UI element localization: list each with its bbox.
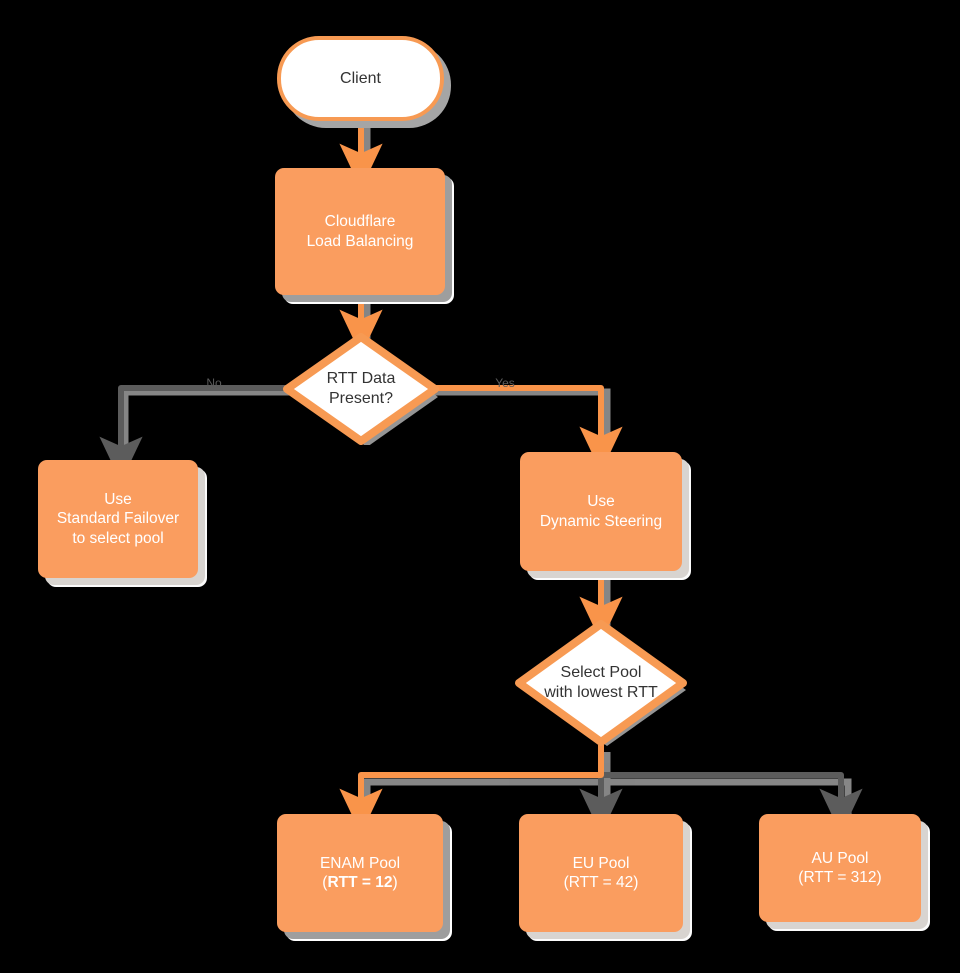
node-standard-failover[interactable]: Use Standard Failover to select pool xyxy=(38,460,198,578)
rtt-decision-shape xyxy=(283,333,439,445)
select-pool-shape xyxy=(515,620,687,746)
node-au-pool-line2: (RTT = 312) xyxy=(798,869,882,886)
node-au-pool[interactable]: AU Pool (RTT = 312) xyxy=(759,814,921,922)
node-eu-pool-line2: (RTT = 42) xyxy=(563,874,639,891)
node-client-label: Client xyxy=(340,69,381,87)
node-dynamic-steering-label: Use Dynamic Steering xyxy=(540,492,662,531)
node-au-pool-line1: AU Pool xyxy=(811,849,869,867)
node-standard-failover-label: Use Standard Failover to select pool xyxy=(57,490,179,548)
node-select-pool[interactable]: Select Pool with lowest RTT xyxy=(513,620,689,746)
edge-select-to-au xyxy=(601,772,863,835)
node-client[interactable]: Client xyxy=(277,36,444,121)
edge-label-no: No xyxy=(206,376,222,390)
node-standard-failover-line1: Use xyxy=(104,490,132,508)
node-load-balancing[interactable]: Cloudflare Load Balancing xyxy=(275,168,445,295)
node-rtt-decision[interactable]: RTT Data Present? xyxy=(281,333,441,445)
node-enam-pool-rtt-value: RTT = 12 xyxy=(327,874,393,891)
node-eu-pool-line1: EU Pool xyxy=(572,854,630,872)
node-eu-pool[interactable]: EU Pool (RTT = 42) xyxy=(519,814,683,932)
node-standard-failover-line2: Standard Failover xyxy=(56,510,180,528)
node-eu-pool-label: EU Pool (RTT = 42) xyxy=(564,854,639,893)
node-enam-pool-paren-close: ) xyxy=(392,874,398,891)
node-load-balancing-line1: Cloudflare xyxy=(324,213,396,231)
node-enam-pool-line2: (RTT = 12) xyxy=(320,873,400,892)
edge-rtt-no xyxy=(99,385,288,483)
edge-select-to-enam xyxy=(339,745,604,835)
edge-rtt-yes xyxy=(432,385,623,473)
node-enam-pool[interactable]: ENAM Pool (RTT = 12) xyxy=(277,814,443,932)
node-enam-pool-paren-open: ( xyxy=(322,874,328,891)
node-dynamic-steering-line1: Use xyxy=(587,493,615,511)
edge-label-yes: Yes xyxy=(495,376,515,390)
node-enam-pool-label: ENAM Pool (RTT = 12) xyxy=(320,854,400,893)
node-au-pool-label: AU Pool (RTT = 312) xyxy=(798,849,881,888)
node-load-balancing-line2: Load Balancing xyxy=(306,232,414,250)
node-dynamic-steering-line2: Dynamic Steering xyxy=(539,512,663,530)
node-dynamic-steering[interactable]: Use Dynamic Steering xyxy=(520,452,682,571)
node-enam-pool-line1: ENAM Pool xyxy=(319,854,401,872)
node-load-balancing-label: Cloudflare Load Balancing xyxy=(307,212,414,251)
node-standard-failover-line3: to select pool xyxy=(72,529,164,547)
